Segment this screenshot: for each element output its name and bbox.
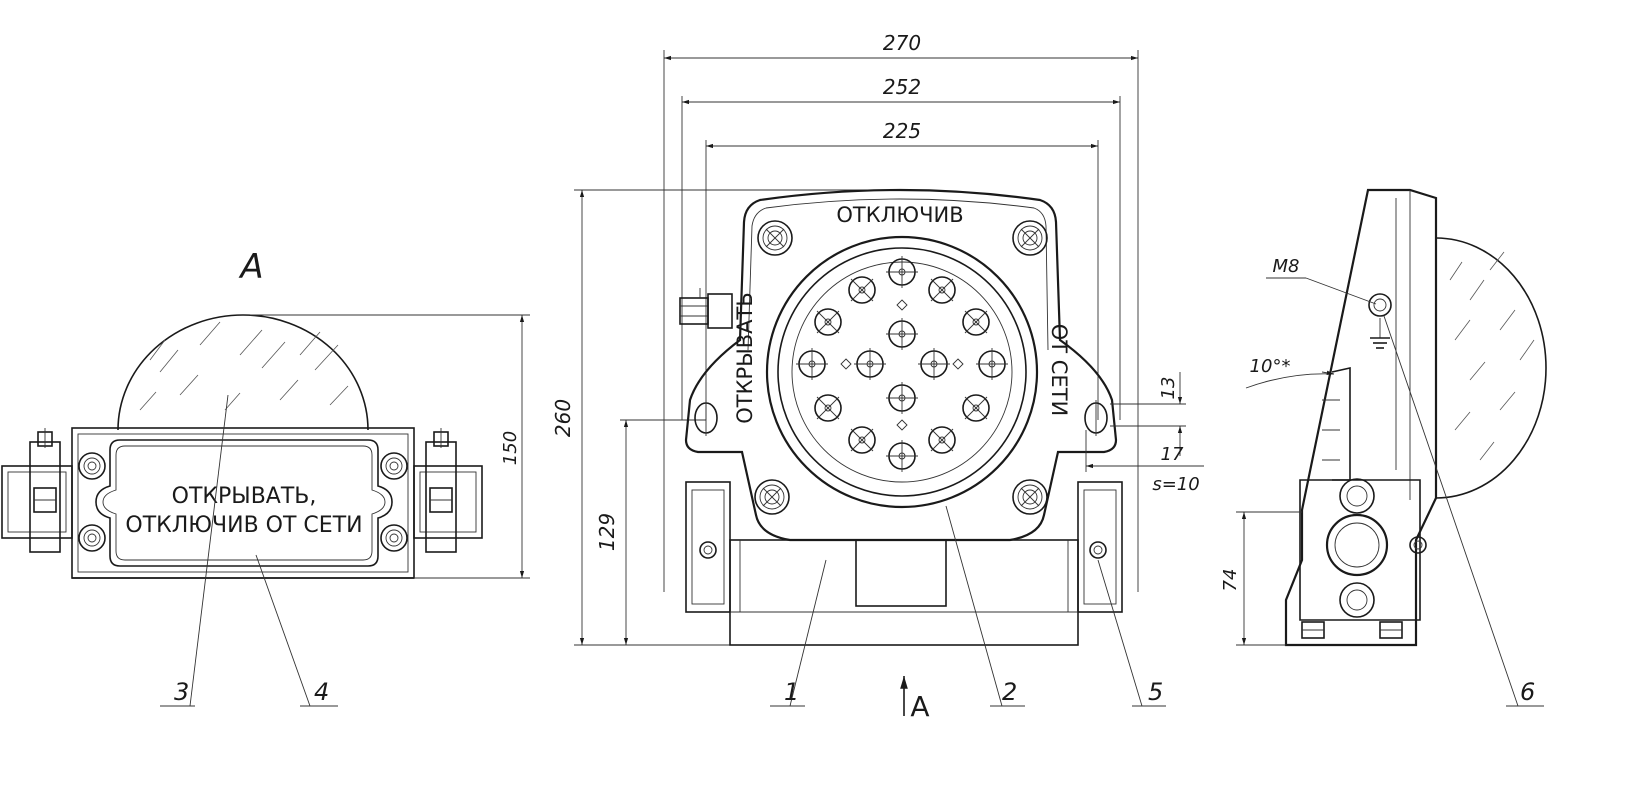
right-bracket [413,428,483,553]
dim-129-label: 129 [595,513,619,551]
callout-2-label: 2 [1002,678,1017,706]
side-view: М8 10°* 74 6 [1220,188,1547,707]
led-array [796,256,1008,472]
callout-6-label: 6 [1520,678,1535,706]
callout-4: 4 [255,554,338,707]
dim-252-label: 252 [883,75,921,99]
left-bracket [1,428,73,553]
dim-13: 13 [1110,372,1186,456]
callout-5-label: 5 [1148,678,1163,706]
callout-3: 3 [160,394,229,707]
callout-1: 1 [770,559,827,707]
front-housing [684,188,1118,542]
dim-260-label: 260 [551,399,575,437]
view-a: А [1,247,530,707]
dim-260: 260 [551,189,900,646]
dim-225-label: 225 [883,119,921,143]
dome-cover [117,314,369,431]
callout-6: 6 [1383,315,1544,707]
front-left-gland [679,288,733,329]
front-corner-screws [754,220,1048,515]
dim-74: 74 [1220,511,1302,646]
angle-10: 10°* [1245,356,1335,389]
dim-s10-label: s=10 [1152,474,1199,495]
callout-2: 2 [945,505,1025,707]
dim-270-label: 270 [883,31,921,55]
dim-150: 150 [250,314,530,579]
plate-text-line2: ОТКЛЮЧИВ ОТ СЕТИ [125,513,362,538]
dim-74-label: 74 [1220,569,1241,592]
side-body [1284,188,1438,647]
view-arrow-a: А [900,676,930,723]
callout-1-label: 1 [784,678,799,706]
plate-text-line1: ОТКРЫВАТЬ, [172,484,317,509]
view-a-label: А [238,247,263,287]
housing-label-right: ОТ СЕТИ [1047,324,1071,417]
housing-label-top: ОТКЛЮЧИВ [836,203,963,227]
dim-252: 252 [681,75,1121,420]
dim-17-label: 17 [1161,444,1184,465]
dim-270: 270 [663,31,1139,592]
angle-label: 10°* [1250,356,1291,377]
front-base [685,481,1123,646]
dim-17: 17 s=10 [1085,430,1204,495]
callout-5: 5 [1097,559,1166,707]
warning-plate: ОТКРЫВАТЬ, ОТКЛЮЧИВ ОТ СЕТИ [95,439,393,567]
callout-3-label: 3 [174,678,189,706]
housing-label-left: ОТКРЫВАТЬ [733,292,757,423]
dim-150-label: 150 [500,431,521,465]
dim-225: 225 [705,119,1099,420]
callout-4-label: 4 [314,678,329,706]
dim-13-label: 13 [1158,377,1179,400]
earth-bolt: М8 [1266,256,1392,349]
side-dome [1435,237,1547,499]
dim-129: 129 [595,419,706,645]
thread-label: М8 [1273,256,1300,277]
view-arrow-a-label: А [910,690,929,723]
front-view: 270 252 225 260 129 [551,31,1204,723]
corner-screws [78,452,408,552]
